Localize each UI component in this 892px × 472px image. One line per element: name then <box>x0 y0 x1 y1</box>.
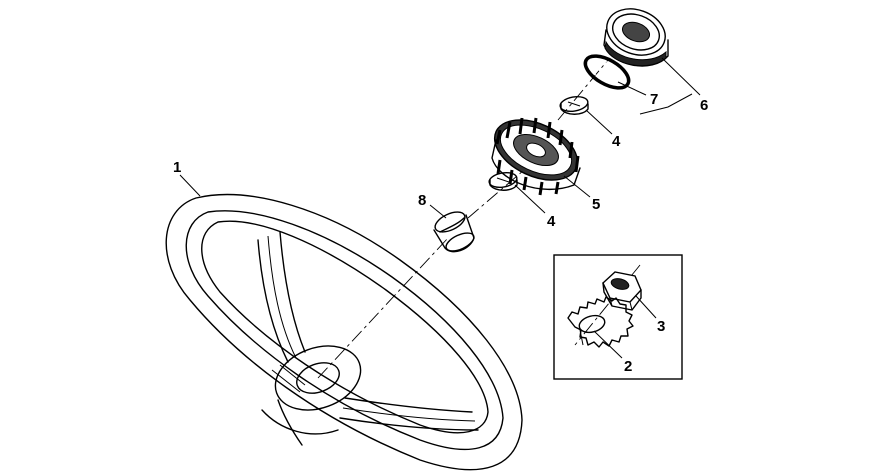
callout-1: 1 <box>173 159 181 176</box>
callout-4-upper: 4 <box>612 133 621 150</box>
assembly-axis-lower <box>317 237 449 379</box>
nut <box>602 271 642 311</box>
callout-5: 5 <box>592 196 600 213</box>
lock-washer <box>567 296 634 348</box>
cap <box>603 8 669 67</box>
bushing <box>433 211 475 253</box>
callout-8: 8 <box>418 192 426 209</box>
callout-3: 3 <box>657 318 665 335</box>
assembly-axis-upper <box>557 59 609 121</box>
o-ring <box>583 54 631 90</box>
splined-adapter-hub <box>491 117 581 196</box>
washer-upper <box>559 95 589 115</box>
inset-box <box>553 254 683 380</box>
callout-6: 6 <box>700 97 708 114</box>
callout-2: 2 <box>624 358 632 375</box>
leader-lines <box>179 57 701 359</box>
callout-4-lower: 4 <box>547 213 556 230</box>
callout-7: 7 <box>650 91 658 108</box>
steering-wheel <box>165 193 523 471</box>
